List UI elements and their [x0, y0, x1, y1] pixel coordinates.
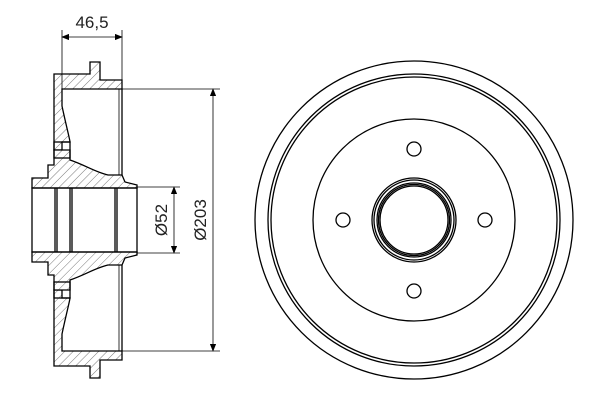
- drum-outer-circle: [254, 60, 574, 380]
- bore-diameter-label: Ø52: [152, 204, 171, 236]
- section-view: [31, 61, 138, 379]
- bolt-hole: [477, 212, 493, 228]
- dimension-bore-diameter: Ø52: [137, 186, 180, 254]
- drum-inner-circle: [267, 73, 561, 367]
- hub-section-bottom: [31, 251, 138, 291]
- dimension-outer-diameter: Ø203: [122, 88, 220, 352]
- bolt-hole: [335, 212, 351, 228]
- bolt-hole: [406, 283, 422, 299]
- hub-circle: [371, 177, 457, 263]
- dimension-width: 46,5: [61, 13, 123, 89]
- bore-circle: [379, 185, 449, 255]
- outer-diameter-label: Ø203: [191, 199, 210, 241]
- width-label: 46,5: [75, 13, 108, 32]
- hub-bore: [31, 187, 138, 253]
- flange-circle: [312, 118, 516, 322]
- drum-section-bottom: [53, 289, 123, 379]
- bolt-hole: [406, 141, 422, 157]
- drum-section-top: [53, 61, 123, 151]
- front-view: [254, 60, 574, 380]
- hub-section-top: [31, 149, 138, 189]
